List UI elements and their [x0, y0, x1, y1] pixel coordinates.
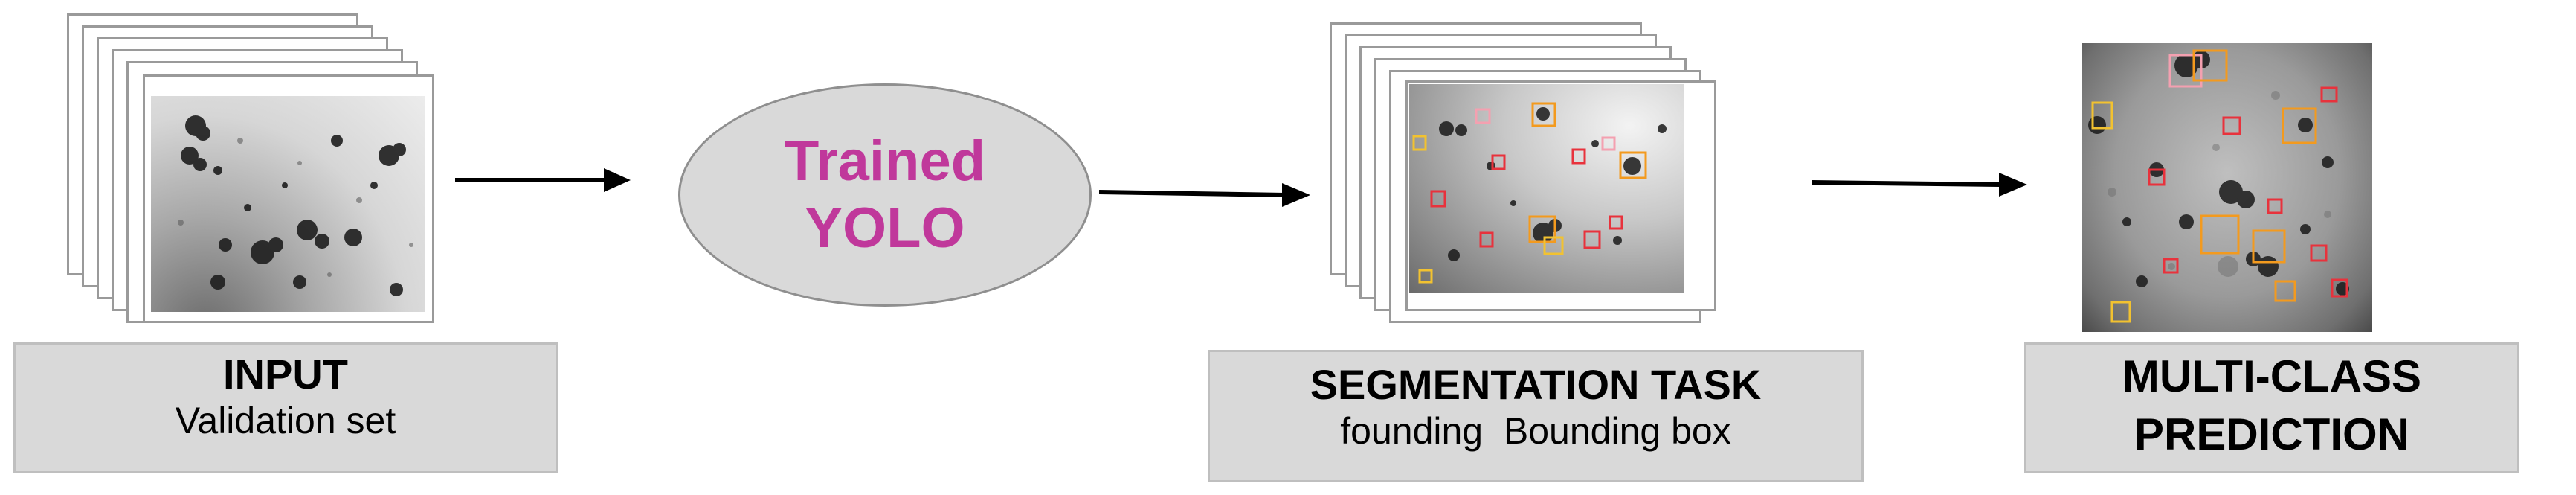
- input-subtitle: Validation set: [175, 400, 396, 442]
- input-title: INPUT: [223, 351, 348, 397]
- segmentation-label-box: SEGMENTATION TASK founding Bounding box: [1208, 350, 1864, 482]
- prediction-title-line-1: MULTI-CLASS: [2122, 351, 2422, 401]
- model-line-1: Trained: [784, 130, 986, 194]
- input-microscopy-image: [151, 96, 425, 312]
- segmentation-title: SEGMENTATION TASK: [1310, 361, 1762, 408]
- model-line-2: YOLO: [805, 197, 965, 260]
- arrow-input-to-model: [455, 168, 631, 192]
- arrow-model-to-segmentation: [1099, 183, 1310, 207]
- input-label-box: INPUT Validation set: [13, 342, 558, 473]
- arrow-segmentation-to-prediction: [1812, 173, 2027, 197]
- trained-yolo-model: Trained YOLO: [678, 83, 1092, 307]
- prediction-title-line-2: PREDICTION: [2134, 409, 2410, 459]
- prediction-image: [2082, 43, 2372, 332]
- prediction-label-box: MULTI-CLASS PREDICTION: [2024, 342, 2519, 473]
- segmentation-subtitle: founding Bounding box: [1340, 410, 1731, 453]
- segmentation-image: [1409, 84, 1684, 293]
